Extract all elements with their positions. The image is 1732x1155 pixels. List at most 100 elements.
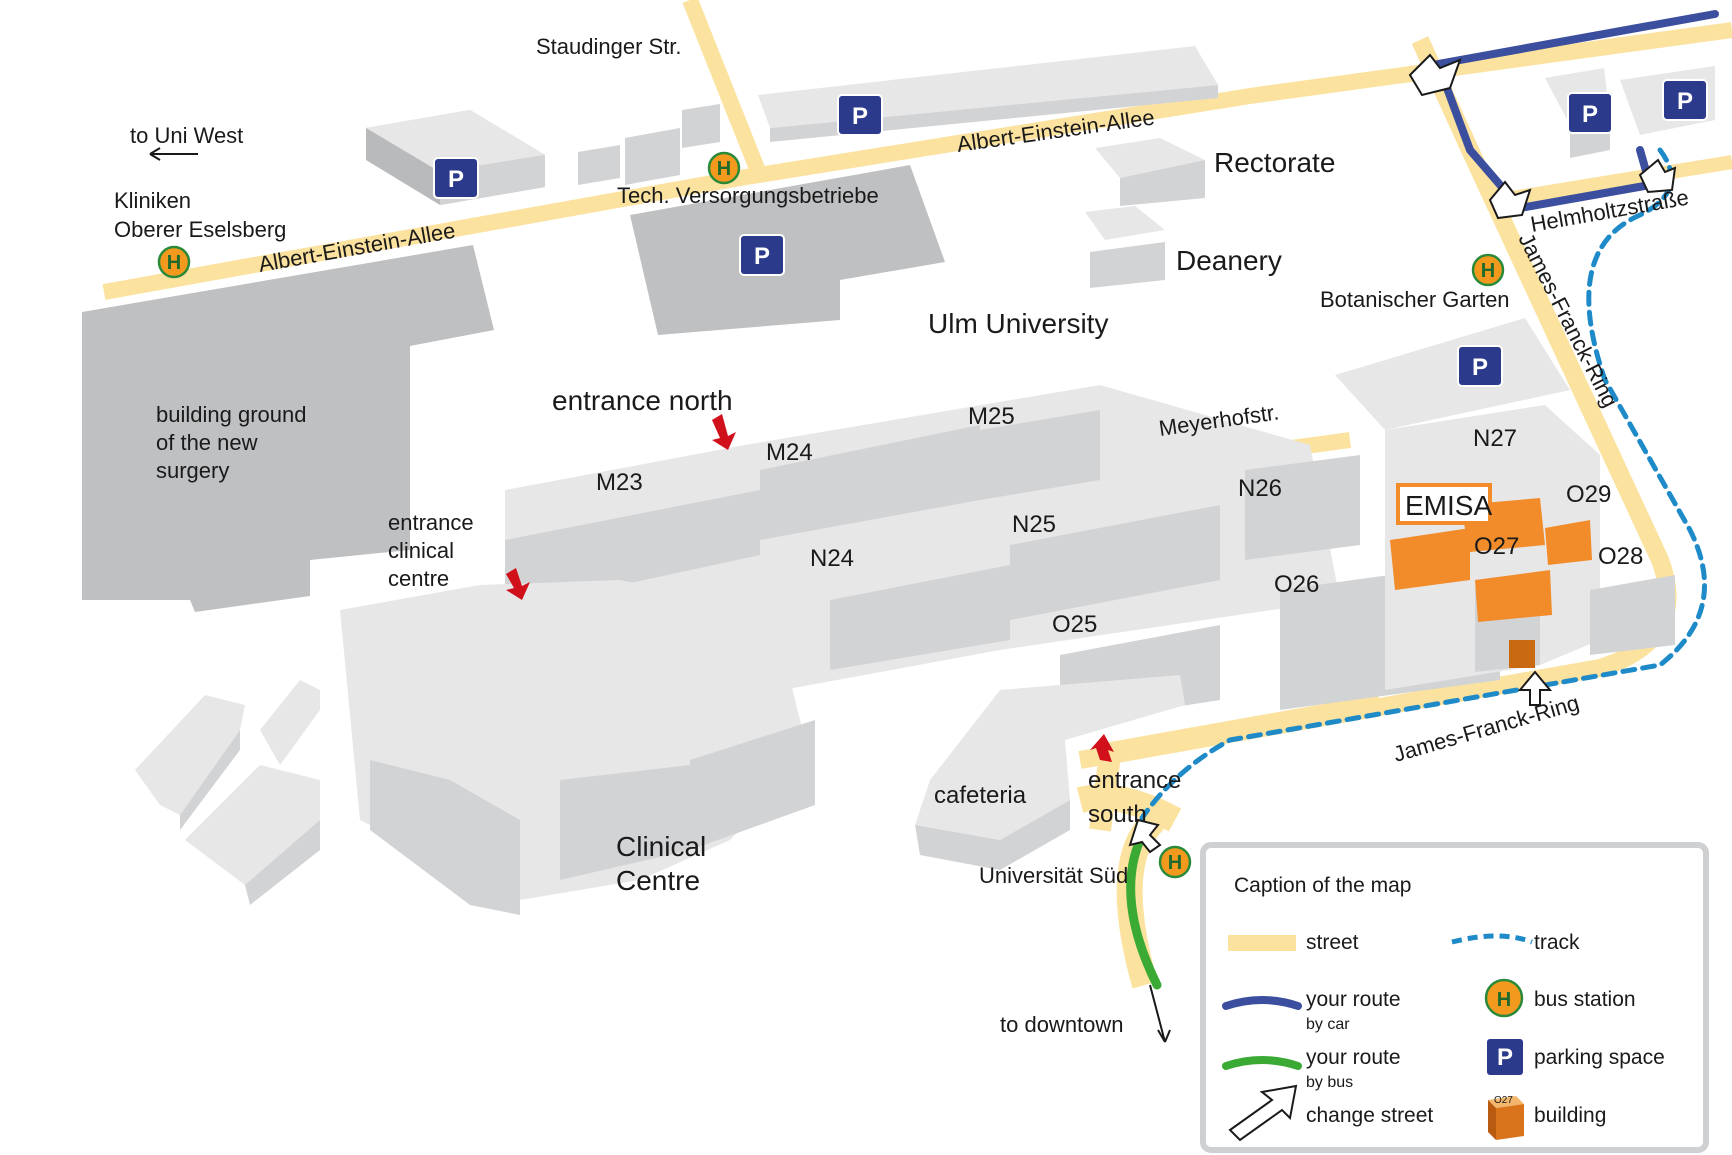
street-staudinger (682, 0, 768, 179)
legend-route-car-swatch (1222, 996, 1302, 1010)
parking-space-icon: P (1457, 345, 1503, 387)
label-clinical-centre-1: Clinical (616, 831, 706, 862)
legend-building-label: building (1534, 1104, 1606, 1127)
legend-building-icon-label: O27 (1494, 1095, 1513, 1106)
building-code-m24: M24 (766, 439, 813, 466)
parking-space-icon: P (1662, 79, 1708, 121)
legend-street-label: street (1306, 931, 1359, 954)
bus-station-icon: H (707, 151, 741, 185)
svg-text:H: H (167, 252, 181, 274)
street-campus-inner (1089, 753, 1121, 832)
label-building-ground-1: building ground (156, 402, 306, 427)
bus-station-icon: H (1471, 253, 1505, 287)
rectorate-front (1120, 160, 1205, 206)
legend-title: Caption of the map (1234, 874, 1411, 897)
entrance-clinical-arrow (506, 568, 530, 600)
svg-text:H: H (1168, 852, 1182, 874)
west-wing-2 (260, 680, 320, 765)
parking-space-icon: P (433, 157, 479, 199)
bus-station-icon: H (1158, 845, 1192, 879)
legend-track-label: track (1534, 931, 1580, 954)
svg-text:P: P (1472, 354, 1488, 381)
label-entrance-clinical-2: clinical (388, 538, 454, 563)
m25-front (980, 410, 1100, 500)
legend-route-bus-label: your route (1306, 1046, 1401, 1069)
small-building-a (578, 145, 620, 185)
street-albert-einstein-allee (102, 22, 1732, 300)
emisa-text: EMISA (1405, 490, 1492, 521)
bus-stop-tech: Tech. Versorgungsbetriebe (617, 183, 879, 208)
street-helmholtz (1498, 155, 1732, 207)
legend-parking-icon: P (1485, 1037, 1525, 1077)
cafeteria-top (915, 675, 1185, 840)
legend-bus-station-icon: H (1484, 978, 1524, 1018)
parking-space-icon: P (739, 234, 785, 276)
place-labels: to Uni West Kliniken Oberer Eselsberg Te… (114, 123, 1510, 1043)
small-building-b (625, 128, 680, 185)
building-ground-area (82, 245, 494, 612)
street-label-staudinger: Staudinger Str. (536, 34, 682, 59)
small-building-c (682, 104, 720, 148)
label-entrance-north: entrance north (552, 385, 733, 416)
north-parking-east-top (1335, 318, 1570, 430)
legend-street-swatch (1228, 935, 1296, 951)
buildings-layer (82, 46, 1715, 915)
building-code-m23: M23 (596, 469, 643, 496)
o28-front (1590, 575, 1675, 655)
central-parking-building (630, 165, 945, 335)
highlight-o27 (1390, 498, 1592, 668)
legend-building-icon: O27 (1488, 1095, 1524, 1140)
o27-wing-east (1545, 520, 1592, 565)
arrow-down-icon (1149, 984, 1171, 1043)
route-by-car (1434, 10, 1719, 212)
svg-text:H: H (717, 158, 731, 180)
building-code-o26: O26 (1274, 571, 1319, 598)
deanery-top (1085, 206, 1165, 240)
map-legend: Caption of the map street track your rou… (1200, 842, 1709, 1153)
legend-box (1200, 842, 1709, 1153)
direction-to-uni-west: to Uni West (130, 123, 243, 148)
building-code-n27: N27 (1473, 425, 1517, 452)
label-entrance-clinical-3: centre (388, 566, 449, 591)
svg-text:P: P (1582, 101, 1598, 128)
legend-track-swatch (1451, 933, 1533, 945)
cafeteria-front (915, 800, 1070, 870)
svg-text:P: P (448, 166, 464, 193)
west-wing-3-front (245, 820, 320, 905)
svg-text:P: P (1497, 1044, 1513, 1071)
arrow-left-icon (149, 147, 198, 161)
legend-route-car-label: your route (1306, 988, 1401, 1011)
west-wing-1-front (180, 730, 240, 830)
track-line (1139, 147, 1707, 821)
clinical-centre-front-1 (370, 760, 520, 915)
o27-wing-west (1390, 528, 1470, 590)
building-code-o25: O25 (1052, 611, 1097, 638)
street-south-connector (1076, 784, 1182, 832)
svg-text:P: P (754, 243, 770, 270)
label-entrance-clinical-1: entrance (388, 510, 474, 535)
entrance-north-arrow (712, 414, 736, 450)
label-clinical-centre-2: Centre (616, 865, 700, 896)
deanery-front (1090, 242, 1165, 288)
n25-front (1010, 505, 1220, 620)
legend-parking-label: parking space (1534, 1046, 1665, 1069)
building-code-o29: O29 (1566, 481, 1611, 508)
legend-change-street-arrow-icon (1228, 1084, 1298, 1142)
clinical-centre-front-3 (690, 720, 815, 850)
o27-wing-south (1475, 570, 1552, 622)
routes-layer (1126, 10, 1719, 990)
bus-stop-kliniken-line2: Oberer Eselsberg (114, 217, 286, 242)
legend-route-bus-sub: by bus (1306, 1074, 1353, 1091)
label-rectorate: Rectorate (1214, 147, 1335, 178)
m24-front (760, 425, 980, 540)
n24-front (830, 565, 1010, 670)
change-street-arrow-2 (1488, 180, 1532, 220)
direction-to-downtown: to downtown (1000, 1012, 1124, 1037)
n26-front (1245, 455, 1360, 560)
change-street-arrow-5 (1128, 818, 1162, 854)
label-entrance-south-2: south (1088, 801, 1147, 828)
campus-title: Ulm University (928, 308, 1108, 339)
building-code-o28: O28 (1598, 543, 1643, 570)
west-wing-1 (135, 695, 245, 815)
